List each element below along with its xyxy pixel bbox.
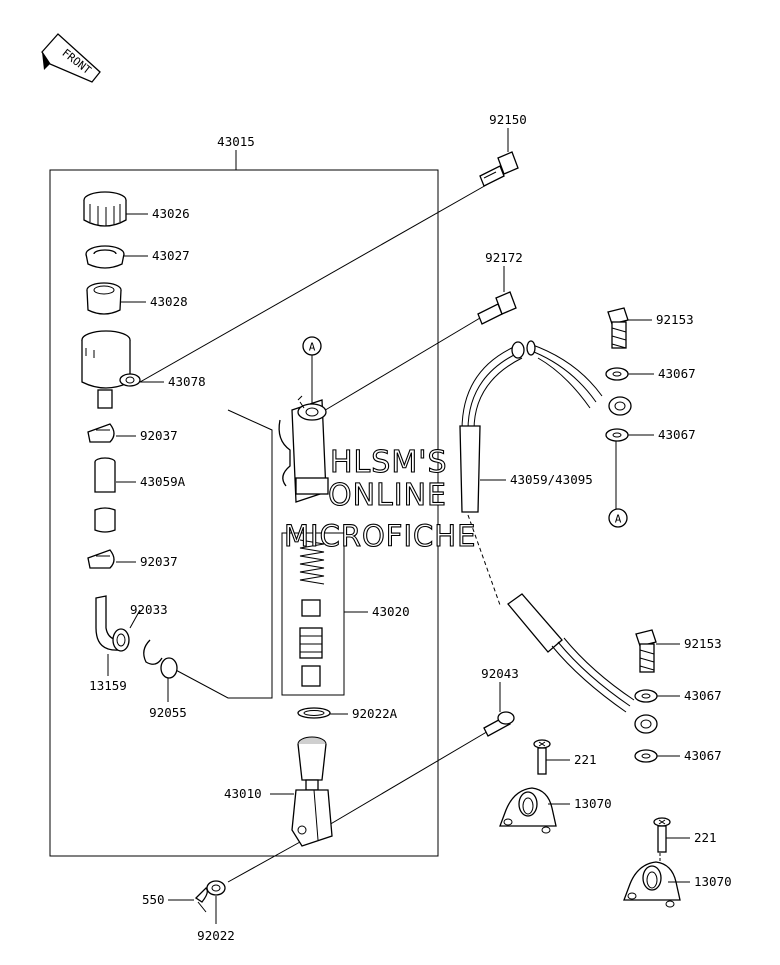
screw-221-upper-icon [533, 739, 551, 775]
part-label-43059a: 43059A [140, 474, 186, 489]
hose-bracket-13070-upper-icon [499, 787, 557, 834]
washer-43067-4-icon [634, 749, 658, 763]
push-rod-43010-icon [291, 736, 333, 847]
clamp-92037-lower-icon [87, 549, 115, 569]
watermark-line-1: HLSM'S [330, 445, 448, 480]
svg-text:A: A [309, 341, 316, 354]
part-label-92150: 92150 [489, 112, 527, 127]
part-label-92172: 92172 [485, 250, 523, 265]
part-label-221-lower: 221 [694, 830, 717, 845]
part-label-13070-upper: 13070 [574, 796, 612, 811]
part-label-92055: 92055 [149, 705, 187, 720]
part-labels: 92150 92172 43026 43027 43028 43078 9203… [89, 112, 731, 943]
part-label-43078: 43078 [168, 374, 206, 389]
part-label-43067-2: 43067 [658, 427, 696, 442]
part-label-92043: 92043 [481, 666, 519, 681]
assembly-box: 43015 [49, 134, 439, 857]
leader-lines [139, 183, 661, 883]
part-label-92022: 92022 [197, 928, 235, 943]
o-ring-92055-icon [160, 657, 178, 679]
part-label-92153-lower: 92153 [684, 636, 722, 651]
part-label-13070-lower: 13070 [694, 874, 732, 889]
banjo-bolt-92153-upper-icon [607, 307, 629, 349]
svg-text:A: A [615, 513, 622, 526]
part-label-43059-43095: 43059/43095 [510, 472, 593, 487]
master-cylinder-body-icon [278, 395, 329, 503]
watermark-line-3: MICROFICHE [284, 519, 476, 553]
reservoir-cap-43026-icon [83, 191, 127, 227]
part-label-43067-4: 43067 [684, 748, 722, 763]
part-label-43067-1: 43067 [658, 366, 696, 381]
washer-43067-3-icon [634, 689, 658, 703]
hose-bracket-13070-lower-icon [623, 861, 681, 908]
brake-hose-43059-43095-icon [459, 340, 658, 734]
part-label-43028: 43028 [150, 294, 188, 309]
washer-43067-2-icon [605, 428, 629, 442]
pin-92043-icon [483, 711, 515, 737]
part-label-92037-upper: 92037 [140, 428, 178, 443]
part-label-221-upper: 221 [574, 752, 597, 767]
part-label-43010: 43010 [224, 786, 262, 801]
washer-92022-icon [206, 880, 226, 896]
circlip-92033-icon [143, 639, 163, 665]
elbow-fitting-13159-icon [95, 595, 130, 652]
part-label-13159: 13159 [89, 678, 127, 693]
banjo-bolt-92153-lower-icon [635, 629, 657, 673]
part-label-550: 550 [142, 892, 165, 907]
part-label-92033: 92033 [130, 602, 168, 617]
watermark: HLSM'S ONLINE MICROFICHE [283, 444, 476, 553]
bolt-92150-icon [479, 151, 519, 187]
bolt-92172-icon [477, 291, 517, 325]
part-label-92037-lower: 92037 [140, 554, 178, 569]
reference-marker-a-lower: A [608, 508, 628, 528]
clamp-92037-upper-icon [87, 423, 115, 443]
front-arrow-icon: FRONT [41, 33, 101, 83]
part-label-92022a: 92022A [352, 706, 398, 721]
circlip-92022a-icon [297, 707, 331, 719]
screw-221-lower-icon [653, 817, 671, 853]
cotter-pin-550-icon [194, 887, 208, 913]
part-label-43020: 43020 [372, 604, 410, 619]
washer-43067-1-icon [605, 367, 629, 381]
diaphragm-43027-icon [85, 245, 125, 269]
part-label-43027: 43027 [152, 248, 190, 263]
piston-kit-43020-icon [281, 532, 345, 696]
diaphragm-plate-43028-icon [86, 282, 122, 315]
part-label-92153-upper: 92153 [656, 312, 694, 327]
hose-43059a-icon [94, 457, 116, 533]
watermark-line-2: ONLINE [328, 478, 447, 513]
reservoir-43078-icon [81, 330, 141, 409]
part-label-43067-3: 43067 [684, 688, 722, 703]
assembly-label: 43015 [217, 134, 255, 149]
reference-marker-a-upper: A [302, 336, 322, 356]
part-label-43026: 43026 [152, 206, 190, 221]
